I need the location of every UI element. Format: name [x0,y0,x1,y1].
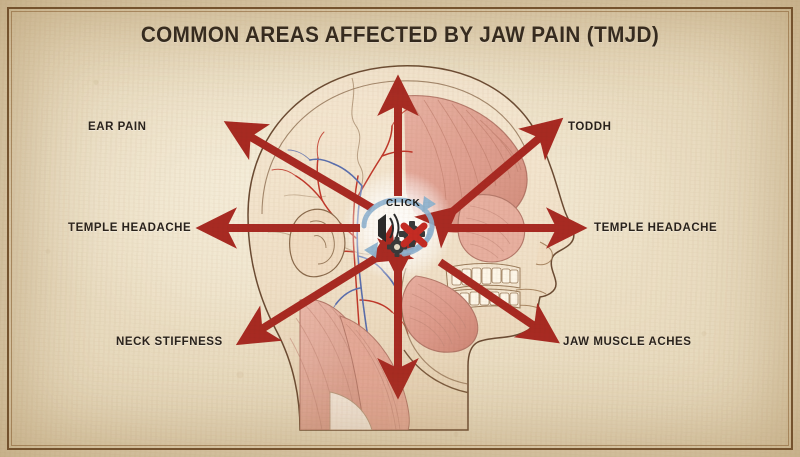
label-neck-stiffness: NECK STIFFNESS [116,336,223,348]
arrow-group [195,74,588,400]
arrow-neck-stiffness [235,223,415,346]
hotspot-click-label[interactable]: CLICK [386,198,421,209]
hotspot-icons [361,196,436,258]
red-x-icon [400,222,428,248]
arrow-toddh [414,117,564,249]
arrow-jaw-muscle-aches [437,258,560,344]
label-toddh: TODDH [568,121,612,133]
page-title: COMMON AREAS AFFECTED BY JAW PAIN (TMJD) [140,22,660,47]
arrow-ear-pain [223,121,375,212]
label-temple-headache-right: TEMPLE HEADACHE [594,222,718,234]
label-temple-headache-left: TEMPLE HEADACHE [68,222,192,234]
ear-shape [289,208,346,278]
label-ear-pain: EAR PAIN [88,121,147,133]
label-jaw-muscle-aches: JAW MUSCLE ACHES [563,336,692,348]
